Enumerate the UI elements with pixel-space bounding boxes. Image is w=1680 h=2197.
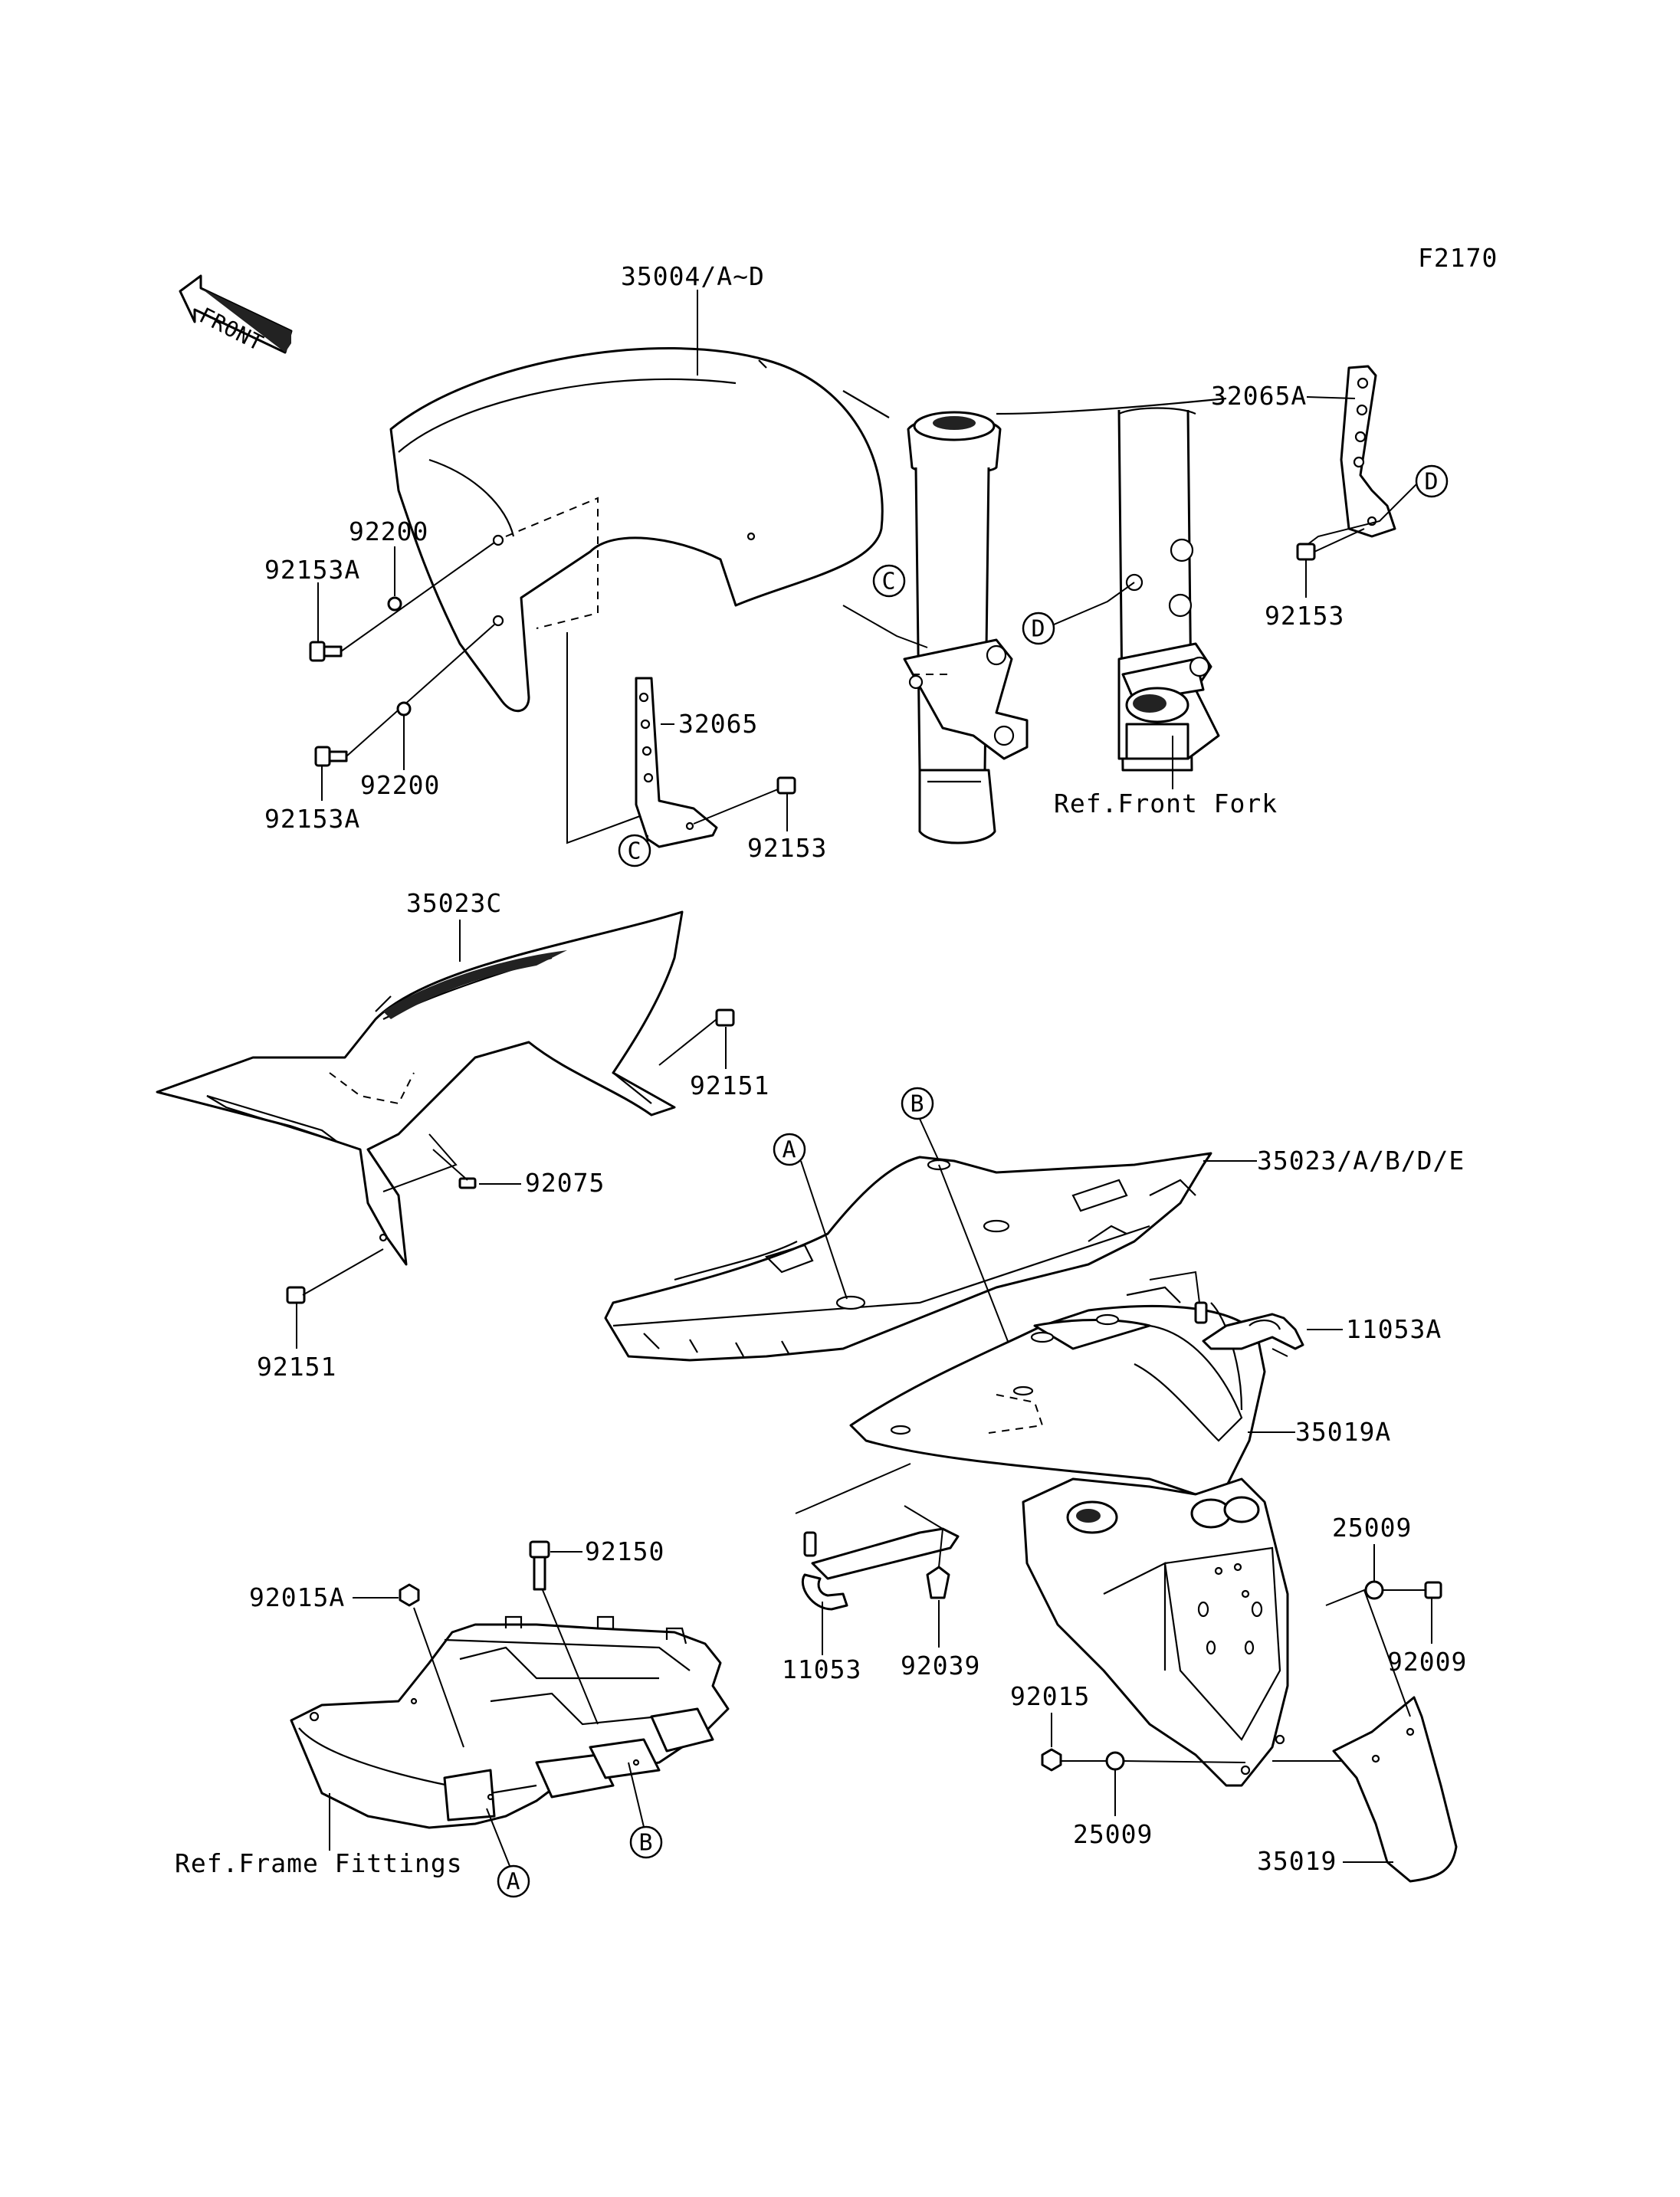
label-92009: 92009 xyxy=(1387,1647,1467,1677)
rear-fender-35019A xyxy=(849,1286,1266,1496)
label-92200-lower: 92200 xyxy=(360,770,440,800)
callout-A-top: A xyxy=(773,1133,806,1166)
nut-92015 xyxy=(1041,1748,1062,1772)
label-92015A: 92015A xyxy=(249,1582,345,1612)
bolt-92151-lower xyxy=(286,1248,384,1304)
rear-fender-lower xyxy=(1022,1477,1289,1787)
bolt-92153-left xyxy=(693,776,796,825)
callout-C-fork: C xyxy=(872,564,906,598)
label-92153-right: 92153 xyxy=(1265,601,1344,631)
svg-text:A: A xyxy=(506,1869,520,1896)
label-ref-front-fork: Ref.Front Fork xyxy=(1054,789,1278,818)
callout-D-left: D xyxy=(1022,612,1055,645)
washer-25009-upper xyxy=(1364,1580,1384,1600)
label-92153A-upper: 92153A xyxy=(264,555,360,585)
bolt-11053A xyxy=(1149,1271,1208,1324)
washer-92200-upper xyxy=(387,596,402,612)
washer-25009-lower xyxy=(1105,1751,1125,1771)
svg-text:A: A xyxy=(782,1137,796,1164)
clip-92039 xyxy=(904,1505,950,1599)
label-92153-left: 92153 xyxy=(747,833,827,863)
label-35004: 35004/A~D xyxy=(621,261,765,291)
bolt-92153A-lower xyxy=(314,624,495,767)
callout-A-bottom: A xyxy=(497,1864,530,1898)
svg-text:C: C xyxy=(627,838,641,865)
callout-B-top: B xyxy=(901,1087,934,1120)
front-fork xyxy=(842,390,1227,844)
front-fender xyxy=(389,347,884,713)
label-35023ABDE: 35023/A/B/D/E xyxy=(1257,1146,1465,1176)
washer-92200-lower xyxy=(396,701,412,716)
callout-D-right: D xyxy=(1415,464,1449,498)
svg-text:B: B xyxy=(638,1830,653,1857)
mud-flap-35019 xyxy=(1332,1696,1458,1883)
seat-cowl-35023C xyxy=(156,910,684,1266)
label-32065: 32065 xyxy=(678,709,758,739)
fender-bracket-left xyxy=(635,677,718,848)
svg-text:B: B xyxy=(910,1091,924,1118)
label-92015: 92015 xyxy=(1010,1681,1090,1711)
label-35019: 35019 xyxy=(1257,1846,1337,1876)
bracket-11053A xyxy=(1202,1313,1304,1357)
seat-tray xyxy=(604,1152,1212,1362)
bolt-92151-upper xyxy=(658,1008,735,1066)
nut-92015A xyxy=(399,1583,420,1607)
label-ref-frame-fittings: Ref.Frame Fittings xyxy=(175,1848,463,1878)
label-92150: 92150 xyxy=(585,1536,664,1566)
label-92151-upper: 92151 xyxy=(690,1071,769,1100)
front-arrow: FRONT xyxy=(179,274,293,356)
bolt-92150 xyxy=(529,1540,550,1591)
front-fork-right xyxy=(1117,407,1220,772)
label-92075: 92075 xyxy=(525,1168,605,1198)
figure-code: F2170 xyxy=(1418,243,1498,273)
label-92200-upper: 92200 xyxy=(349,516,428,546)
svg-text:C: C xyxy=(881,569,896,595)
clip-92075 xyxy=(432,1149,477,1189)
callout-C-left: C xyxy=(618,834,651,867)
label-25009-lower: 25009 xyxy=(1073,1819,1153,1849)
svg-text:D: D xyxy=(1031,616,1045,643)
callout-B-bottom: B xyxy=(629,1825,663,1859)
bracket-11053 xyxy=(795,1463,960,1611)
label-92039: 92039 xyxy=(901,1651,980,1681)
bolt-92009 xyxy=(1383,1581,1442,1599)
label-32065A: 32065A xyxy=(1211,381,1307,411)
label-92153A-lower: 92153A xyxy=(264,804,360,834)
label-92151-lower: 92151 xyxy=(257,1352,336,1382)
label-35023C: 35023C xyxy=(406,888,502,918)
label-35019A: 35019A xyxy=(1295,1417,1391,1447)
fender-bracket-right xyxy=(1340,365,1396,538)
label-11053A: 11053A xyxy=(1346,1314,1442,1344)
svg-text:D: D xyxy=(1424,469,1439,496)
label-25009-upper: 25009 xyxy=(1332,1513,1412,1543)
under-tray xyxy=(290,1615,730,1829)
label-11053: 11053 xyxy=(782,1654,861,1684)
